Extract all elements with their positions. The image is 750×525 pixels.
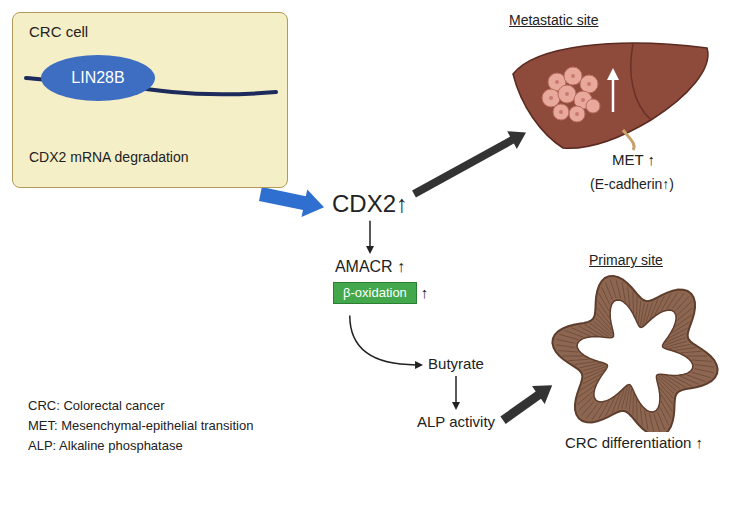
node-text: β-oxidation xyxy=(343,285,407,301)
annotation-text: MET ↑ xyxy=(612,151,655,169)
process-label: CDX2 mRNA degradation xyxy=(29,149,189,166)
node-text: Metastatic site xyxy=(509,12,598,29)
connector xyxy=(366,221,374,254)
node-text: CDX2 mRNA degradation xyxy=(29,149,189,166)
arrow-line xyxy=(455,376,457,403)
metabolite-label: Butyrate xyxy=(428,355,484,373)
arrow-head xyxy=(452,402,460,410)
connector xyxy=(259,187,324,217)
node-text: CDX2↑ xyxy=(332,190,408,219)
block-arrow xyxy=(259,187,324,217)
node-text: Primary site xyxy=(589,252,663,269)
node-text: CRC cell xyxy=(29,23,88,41)
annotation-text: ALP: Alkaline phosphatase xyxy=(28,438,183,454)
curved-arrow xyxy=(350,316,416,365)
annotation-text: MET: Mesenchymal-epithelial transition xyxy=(28,418,253,434)
protein-ellipse: LIN28B xyxy=(41,55,155,101)
liver-node: Metastatic site xyxy=(505,12,715,152)
arrow-line xyxy=(369,221,371,247)
node-text: ALP activity xyxy=(417,413,495,431)
block-arrow xyxy=(412,131,526,197)
arrow-head xyxy=(366,246,374,254)
connector xyxy=(500,385,552,424)
node-text: LIN28B xyxy=(71,68,124,87)
gene-label: CDX2↑ xyxy=(332,190,408,219)
node-text: ↑ xyxy=(421,284,429,302)
enzyme-label: AMACR ↑ xyxy=(335,257,405,276)
connector xyxy=(350,316,423,369)
colon-node: Primary site xyxy=(545,252,725,432)
activity-label: ALP activity xyxy=(417,413,495,431)
annotation-text: CRC differentiation ↑ xyxy=(565,434,703,452)
liver-illustration xyxy=(505,34,715,152)
cell-box: CRC cellLIN28B CDX2 mRNA degradation xyxy=(12,12,288,188)
annotation-text: (E-cadherin↑) xyxy=(590,176,674,193)
node-text: Butyrate xyxy=(428,355,484,373)
arrow-head xyxy=(415,361,423,369)
annotation-text: CRC: Colorectal cancer xyxy=(28,398,165,414)
connector xyxy=(452,376,460,410)
node-text: AMACR ↑ xyxy=(335,257,405,276)
colon-illustration xyxy=(545,272,725,432)
connector xyxy=(412,131,526,197)
pathway-box: β-oxidation↑ xyxy=(333,282,417,304)
block-arrow xyxy=(500,385,552,424)
